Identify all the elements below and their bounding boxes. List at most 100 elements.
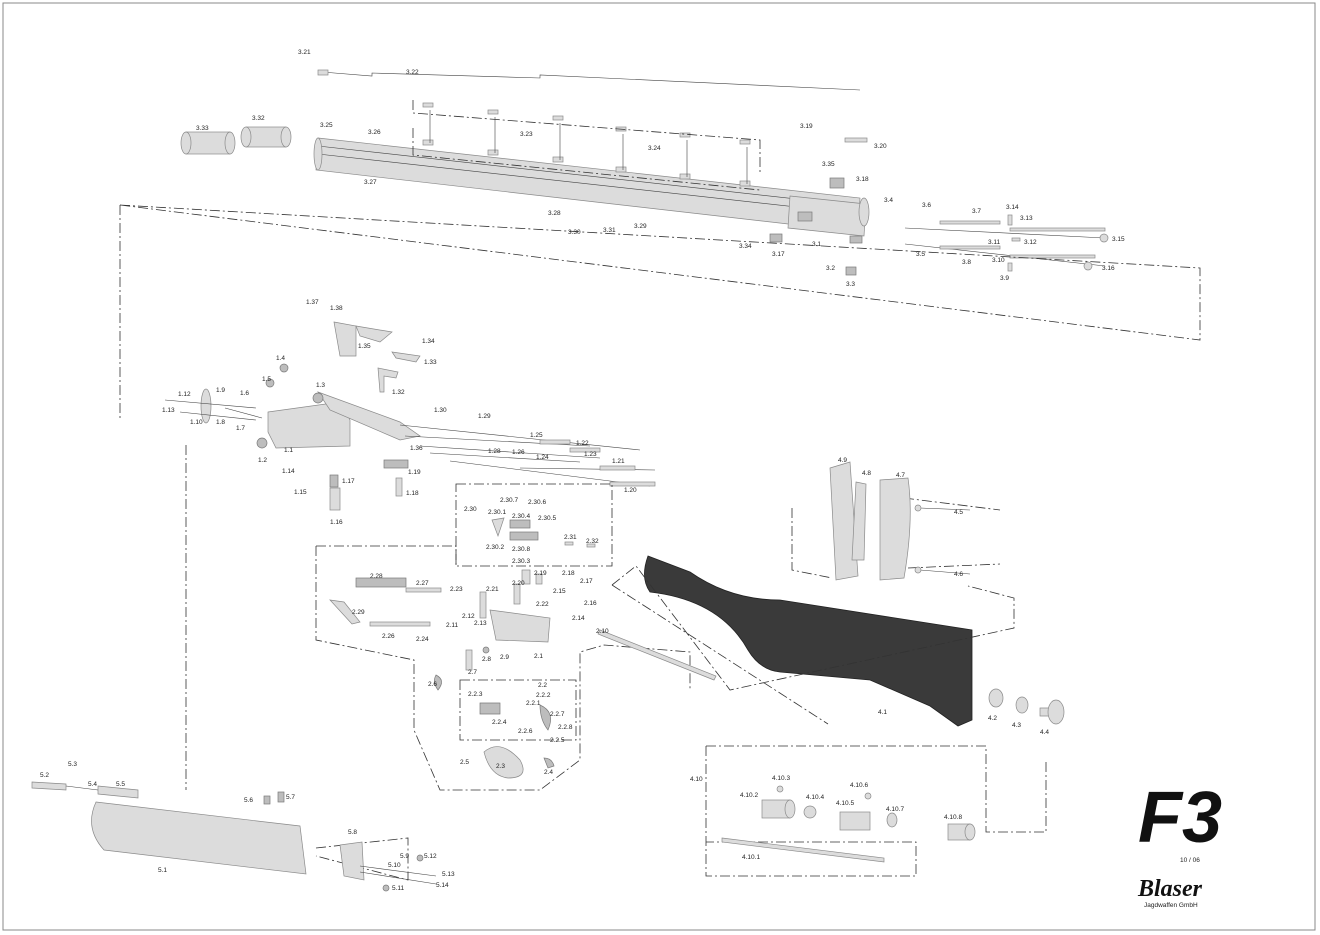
label-2-29: 2.29: [352, 609, 365, 616]
top-lever: [333, 321, 357, 357]
label-3-5: 3.5: [916, 251, 925, 258]
label-1-36: 1.36: [410, 445, 423, 452]
label-3-21: 3.21: [298, 49, 311, 56]
label-1-20: 1.20: [624, 487, 637, 494]
label-4-10-5: 4.10.5: [836, 800, 854, 807]
label-1-37: 1.37: [306, 299, 319, 306]
brand-subtitle: Jagdwaffen GmbH: [1144, 902, 1198, 909]
label-1-29: 1.29: [478, 413, 491, 420]
label-1-18: 1.18: [406, 490, 419, 497]
label-2-1: 2.1: [534, 653, 543, 660]
label-3-16: 3.16: [1102, 265, 1115, 272]
label-2-26: 2.26: [382, 633, 395, 640]
label-1-17: 1.17: [342, 478, 355, 485]
label-3-6: 3.6: [922, 202, 931, 209]
label-2-18: 2.18: [562, 570, 575, 577]
label-3-32: 3.32: [252, 115, 265, 122]
label-4-8: 4.8: [862, 470, 871, 477]
label-1-4: 1.4: [276, 355, 285, 362]
label-2-2-8: 2.2.8: [558, 724, 573, 731]
label-2-17: 2.17: [580, 578, 593, 585]
label-2-2-3: 2.2.3: [468, 691, 483, 698]
label-2-2-7: 2.2.7: [550, 711, 565, 718]
label-1-3: 1.3: [316, 382, 325, 389]
label-2-6: 2.6: [428, 681, 437, 688]
receiver-group: [164, 321, 656, 790]
label-2-5: 2.5: [460, 759, 469, 766]
label-2-27: 2.27: [416, 580, 429, 587]
label-1-38: 1.38: [330, 305, 343, 312]
label-4-10-3: 4.10.3: [772, 775, 790, 782]
label-4-1: 4.1: [878, 709, 887, 716]
label-2-30-3: 2.30.3: [512, 558, 530, 565]
label-2-30-6: 2.30.6: [528, 499, 546, 506]
forend-group: [31, 781, 437, 892]
label-2-30: 2.30: [464, 506, 477, 513]
forend: [91, 801, 307, 875]
label-1-35: 1.35: [358, 343, 371, 350]
label-1-14: 1.14: [282, 468, 295, 475]
label-5-3: 5.3: [68, 761, 77, 768]
label-4-6: 4.6: [954, 571, 963, 578]
label-2-9: 2.9: [500, 654, 509, 661]
label-2-14: 2.14: [572, 615, 585, 622]
label-1-2: 1.2: [258, 457, 267, 464]
label-1-22: 1.22: [576, 440, 589, 447]
label-3-1: 3.1: [812, 241, 821, 248]
label-4-10-1: 4.10.1: [742, 854, 760, 861]
label-2-31: 2.31: [564, 534, 577, 541]
label-5-1: 5.1: [158, 867, 167, 874]
rib-end: [844, 137, 868, 143]
choke-tube-3-33: [180, 131, 236, 155]
label-1-21: 1.21: [612, 458, 625, 465]
label-2-30-7: 2.30.7: [500, 497, 518, 504]
label-3-34: 3.34: [739, 243, 752, 250]
label-3-12: 3.12: [1024, 239, 1037, 246]
label-2-30-1: 2.30.1: [488, 509, 506, 516]
ejector-rods: [904, 214, 1109, 272]
label-1-30: 1.30: [434, 407, 447, 414]
label-2-8: 2.8: [482, 656, 491, 663]
label-3-24: 3.24: [648, 145, 661, 152]
stock: [644, 555, 973, 727]
label-2-16: 2.16: [584, 600, 597, 607]
label-2-3: 2.3: [496, 763, 505, 770]
label-2-2-6: 2.2.6: [518, 728, 533, 735]
front-sight: [317, 69, 329, 76]
label-3-2: 3.2: [826, 265, 835, 272]
barrel-group: [119, 69, 1201, 418]
label-3-9: 3.9: [1000, 275, 1009, 282]
label-2-30-8: 2.30.8: [512, 546, 530, 553]
label-3-17: 3.17: [772, 251, 785, 258]
label-3-25: 3.25: [320, 122, 333, 129]
trigger-group: [315, 483, 717, 791]
label-5-12: 5.12: [424, 853, 437, 860]
barrel-frame-line: [119, 204, 1201, 418]
label-3-10: 3.10: [992, 257, 1005, 264]
part-3-3: [845, 266, 857, 276]
label-1-24: 1.24: [536, 454, 549, 461]
brand-block: F3 10 / 06 Blaser Jagdwaffen GmbH: [1137, 778, 1222, 909]
label-2-20: 2.20: [512, 580, 525, 587]
label-5-7: 5.7: [286, 794, 295, 801]
label-5-5: 5.5: [116, 781, 125, 788]
label-3-26: 3.26: [368, 129, 381, 136]
label-4-10-7: 4.10.7: [886, 806, 904, 813]
label-5-8: 5.8: [348, 829, 357, 836]
label-1-12: 1.12: [178, 391, 191, 398]
label-1-32: 1.32: [392, 389, 405, 396]
label-1-23: 1.23: [584, 451, 597, 458]
stock-bolt: [721, 837, 885, 863]
label-2-2-1: 2.2.1: [526, 700, 541, 707]
label-1-13: 1.13: [162, 407, 175, 414]
label-2-10: 2.10: [596, 628, 609, 635]
label-2-19: 2.19: [534, 570, 547, 577]
recoil-pad-plate: [829, 461, 859, 581]
trigger-guard: [483, 746, 524, 779]
label-5-14: 5.14: [436, 882, 449, 889]
label-2-2: 2.2: [538, 682, 547, 689]
label-5-6: 5.6: [244, 797, 253, 804]
label-2-30-4: 2.30.4: [512, 513, 530, 520]
